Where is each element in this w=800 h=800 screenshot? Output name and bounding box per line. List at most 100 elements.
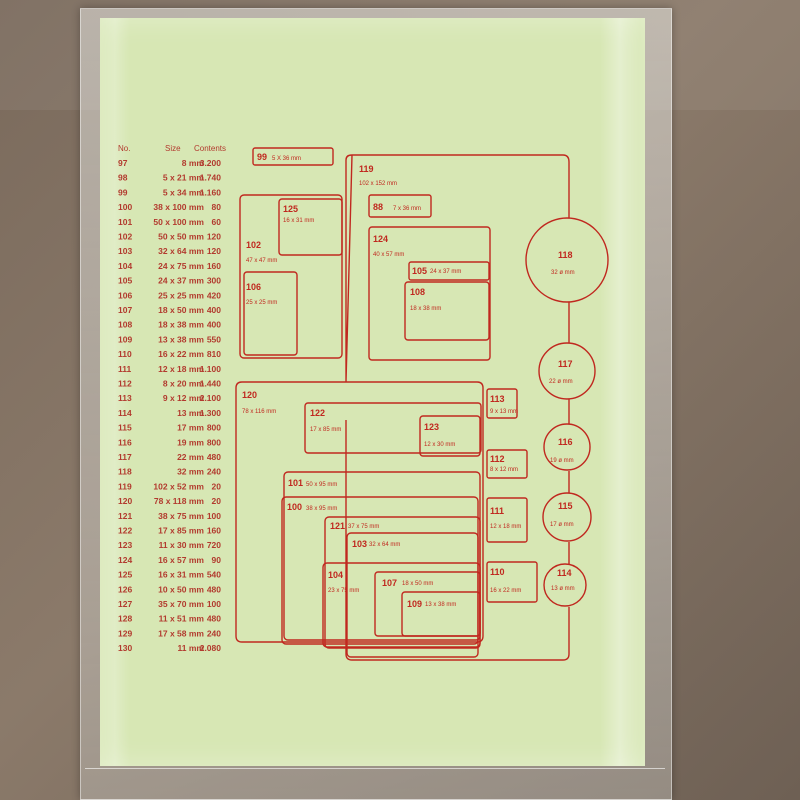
label-size: 7 x 36 mm [393,206,421,212]
label-size: 12 x 18 mm [490,524,521,530]
label-no: 105 [412,266,427,276]
table-cell-contents: 90 [212,555,222,565]
glare [600,18,640,766]
label-size: 18 x 38 mm [410,306,441,312]
label-no: 100 [287,502,302,512]
table-cell-contents: 100 [207,511,221,521]
table-cell-size: 38 x 75 mm [158,511,204,521]
label-outline-109 [401,591,481,637]
label-no: 111 [490,506,504,516]
table-cell-contents: 100 [207,599,221,609]
table-cell-contents: 3.200 [200,158,222,168]
label-size: 50 x 95 mm [306,482,337,488]
table-cell-contents: 2.100 [200,393,222,403]
table-cell-size: 13 mm [177,408,204,418]
table-cell-contents: 720 [207,540,221,550]
table-header-no: No. [118,144,130,153]
table-cell-no: 118 [118,467,132,477]
table-cell-contents: 480 [207,584,221,594]
label-no: 123 [424,422,439,432]
table-cell-contents: 1.100 [200,364,222,374]
table-cell-no: 130 [118,643,132,653]
table-cell-size: 25 x 25 mm [158,290,204,300]
glare [100,18,130,766]
table-cell-size: 35 x 70 mm [158,599,204,609]
table-cell-no: 98 [118,173,128,183]
table-cell-no: 128 [118,614,132,624]
table-header-size: Size [165,144,181,153]
label-size: 5 X 36 mm [272,156,301,162]
label-no: 115 [558,501,573,511]
label-no: 107 [382,578,397,588]
table-cell-size: 32 x 64 mm [158,246,204,256]
table-cell-no: 102 [118,232,132,242]
label-size: 38 x 95 mm [306,506,337,512]
table-cell-contents: 60 [212,217,222,227]
label-size: 47 x 47 mm [246,258,277,264]
table-cell-size: 9 x 12 mm [163,393,205,403]
table-cell-contents: 420 [207,290,221,300]
table-cell-contents: 400 [207,320,221,330]
table-cell-contents: 1.440 [200,379,222,389]
label-outline-108 [404,281,490,341]
label-size: 37 x 75 mm [348,524,379,530]
label-size: 22 ø mm [549,379,573,385]
label-no: 102 [246,240,261,250]
table-header-contents: Contents [194,144,226,153]
label-outline-117 [538,342,596,400]
table-cell-size: 24 x 37 mm [158,276,204,286]
label-size: 13 ø mm [551,586,575,592]
label-no: 113 [490,394,505,404]
label-no: 117 [558,359,573,369]
label-outline-112 [486,449,528,479]
table-cell-no: 119 [118,481,132,491]
label-size: 32 x 64 mm [369,542,400,548]
label-size: 25 x 25 mm [246,300,277,306]
label-size: 13 x 38 mm [425,602,456,608]
label-no: 88 [373,202,383,212]
table-cell-contents: 800 [207,437,221,447]
table-cell-size: 16 x 31 mm [158,570,204,580]
label-size: 18 x 50 mm [402,581,433,587]
table-cell-no: 110 [118,349,132,359]
table-cell-size: 11 x 30 mm [159,540,205,550]
table-cell-no: 112 [118,379,132,389]
table-cell-size: 12 x 18 mm [158,364,204,374]
table-cell-contents: 20 [212,496,222,506]
table-cell-contents: 160 [207,526,221,536]
table-cell-size: 18 x 38 mm [158,320,204,330]
label-outline-118 [525,217,609,303]
label-no: 124 [373,234,388,244]
table-cell-no: 107 [118,305,132,315]
table-cell-size: 8 mm [182,158,205,168]
table-cell-size: 10 x 50 mm [158,584,204,594]
table-cell-no: 116 [118,437,132,447]
label-outline-122 [304,402,482,454]
table-cell-no: 126 [118,584,132,594]
table-cell-no: 111 [118,364,132,374]
table-cell-no: 123 [118,540,132,550]
label-outline-102 [239,194,343,359]
table-cell-size: 17 x 85 mm [158,526,204,536]
label-no: 112 [490,454,505,464]
table-cell-contents: 400 [207,305,221,315]
table-cell-size: 102 x 52 mm [153,481,204,491]
label-no: 104 [328,570,343,580]
label-no: 119 [359,164,374,174]
label-no: 101 [288,478,303,488]
table-cell-contents: 480 [207,614,221,624]
label-outline-115 [542,492,592,542]
table-cell-no: 101 [118,217,132,227]
table-cell-size: 22 mm [177,452,204,462]
label-size: 19 ø mm [550,458,574,464]
table-cell-no: 124 [118,555,132,565]
label-outline-103 [346,532,479,658]
table-cell-contents: 240 [207,467,221,477]
bag-seam [85,768,665,769]
table-cell-no: 106 [118,290,132,300]
table-cell-contents: 810 [207,349,221,359]
label-size: 17 x 85 mm [310,427,341,433]
label-size: 8 x 12 mm [490,467,518,473]
table-cell-contents: 20 [212,481,222,491]
